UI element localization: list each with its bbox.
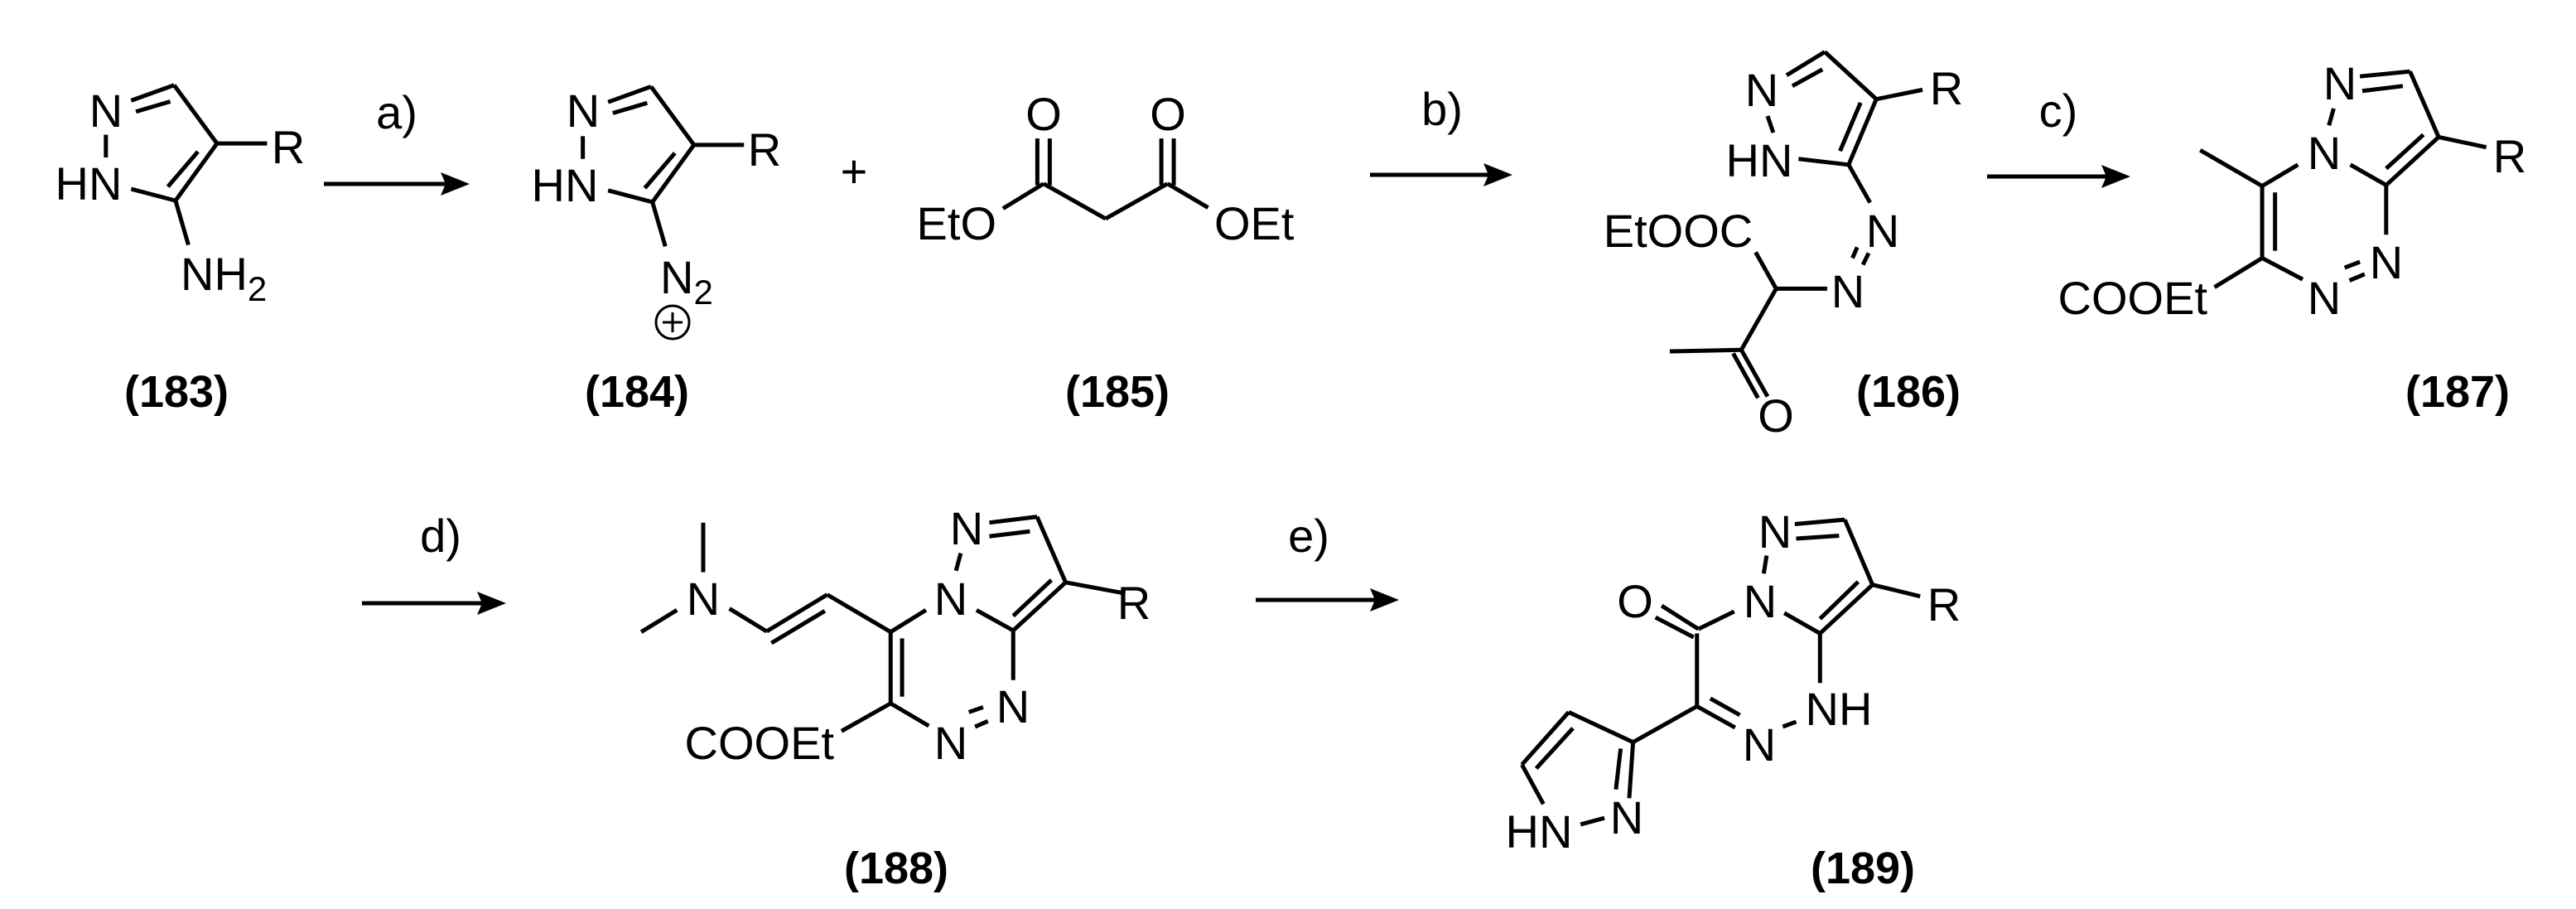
atom-label: N [1831,265,1864,317]
atom-label: NH [1806,683,1873,735]
atom-label: N [1743,718,1776,771]
step-a-label: a) [376,86,417,138]
arrow-step-e [1256,588,1399,612]
bonds-183 [106,85,268,245]
compound-number: (185) [1065,367,1170,417]
compound-184: N HN R N2 (184) [532,85,782,417]
compound-number: (189) [1811,844,1915,893]
atom-label: R [1117,577,1151,629]
atom-label: N [2370,236,2403,288]
bonds-186 [1670,52,1922,399]
bonds-189 [1522,520,1920,824]
step-e-label: e) [1288,510,1329,562]
step-c-label: c) [2039,85,2078,137]
atom-label: HN [1726,134,1793,186]
atom-label: N [1744,575,1777,627]
atom-label: N [2308,272,2341,324]
atom-label: N [1745,64,1778,116]
atom-label: N [567,85,600,137]
compound-189: N N O R NH N HN N (189) [1506,505,1961,893]
atom-label: N [934,717,967,769]
atom-label: O [1025,88,1062,140]
atom-label: R [272,121,305,173]
atom-label: R [748,123,781,176]
atom-label: N [1610,791,1643,844]
arrow-step-a [324,172,470,196]
step-d-label: d) [420,510,461,562]
bonds-188 [641,517,1125,732]
atom-label: N [1758,505,1792,558]
atom-label: HN [532,159,599,211]
compound-187: N N R COOEt N N (187) [2058,57,2527,417]
arrow-step-b [1370,163,1512,186]
atom-label: N [2323,57,2357,109]
plus-sign: + [841,145,868,197]
atom-label: N [950,502,983,554]
arrow-step-c [1987,165,2130,188]
atom-label: COOEt [2058,272,2208,324]
bonds-187 [2200,71,2486,287]
atom-label: R [2493,130,2526,182]
atom-label: EtOOC [1604,205,1753,257]
bonds-185 [1003,138,1208,219]
arrow-step-d [362,592,506,615]
atom-label: COOEt [685,717,835,769]
atom-label: N [996,680,1030,733]
atom-label: EtO [917,197,996,249]
atom-label: O [1758,389,1794,442]
atom-label: HN [55,157,123,210]
diazonium-group: N2 [660,251,713,312]
atom-label: O [1617,575,1653,627]
compound-183: N HN R NH2 (183) [55,85,305,417]
atom-label: R [1930,62,1963,114]
compound-188: N N N R COOEt N N (188) [641,502,1151,893]
atom-label: N [934,573,967,625]
compound-number: (186) [1856,367,1961,417]
atom-label: HN [1506,805,1573,858]
step-b-label: b) [1421,83,1463,135]
bonds-184 [583,87,745,247]
compound-186: N HN R EtOOC N N O (186) [1604,52,1963,442]
positive-charge-icon [654,304,691,341]
compound-number: (183) [124,367,229,417]
compound-number: (188) [844,844,948,893]
compound-number: (184) [585,367,689,417]
atom-label: R [1927,578,1961,631]
amine-group: NH2 [181,248,267,308]
compound-185: O O EtO OEt (185) [917,88,1295,417]
atom-label: N [1866,205,1899,257]
compound-number: (187) [2405,367,2510,417]
atom-label: N [687,573,720,625]
atom-label: N [89,85,123,137]
atom-label: OEt [1214,197,1295,249]
atom-label: N [2308,127,2341,179]
atom-label: O [1150,88,1186,140]
